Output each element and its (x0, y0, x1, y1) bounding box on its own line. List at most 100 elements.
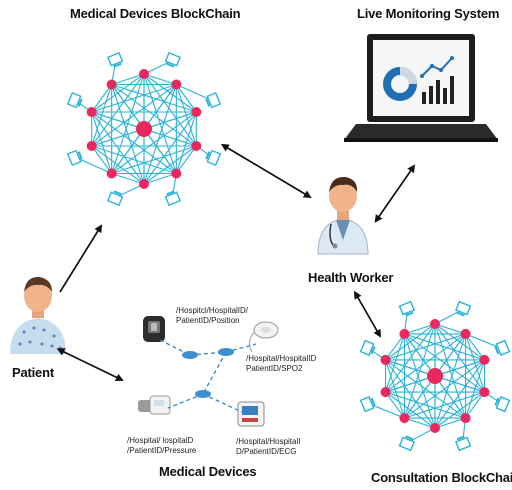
top-mesh-link (111, 172, 145, 185)
top-mesh-link (143, 128, 177, 174)
bottom-mesh-link (404, 323, 436, 335)
bottom-mesh-node (479, 354, 490, 365)
arrow-blockchain-health-worker (220, 143, 312, 199)
computer-icon (164, 190, 182, 207)
arrow-health-worker-consultation (354, 290, 381, 338)
bottom-mesh-link (404, 333, 485, 393)
bottom-mesh-link (404, 391, 485, 419)
bottom-mesh-node (460, 328, 471, 339)
bottom-mesh-link (465, 333, 502, 349)
top-mesh-link (91, 145, 177, 175)
top-mesh-link (176, 84, 213, 102)
bottom-mesh-link (434, 417, 466, 429)
health-worker-label: Health Worker (308, 270, 394, 285)
top-mesh-link (91, 84, 113, 113)
bottom-mesh-link (434, 323, 466, 335)
ecg-monitor-icon (237, 401, 265, 427)
computer-icon (205, 91, 222, 109)
top-mesh-node (171, 168, 182, 179)
health-worker-icon (317, 176, 369, 255)
computer-icon (494, 339, 511, 357)
flow-arrows (56, 143, 416, 381)
live-monitoring-laptop (344, 34, 498, 142)
top-mesh-node (86, 140, 97, 151)
top-mesh-link (143, 84, 177, 130)
bottom-mesh-link (404, 417, 436, 429)
patient-icon (10, 276, 66, 354)
consultation-blockchain-network (359, 300, 511, 452)
bottom-mesh-node (479, 387, 490, 398)
patient-label: Patient (12, 365, 54, 380)
computer-icon (359, 339, 376, 357)
bottom-mesh-link (434, 333, 467, 377)
bottom-mesh-link (434, 359, 485, 429)
top-mesh-node (106, 79, 117, 90)
bottom-mesh-node (430, 423, 440, 433)
top-mesh-link (111, 84, 197, 147)
top-mesh-link (111, 73, 145, 86)
bottom-mesh-link (434, 323, 485, 393)
computer-icon (66, 149, 83, 167)
router-icon (182, 348, 234, 398)
top-mesh-link (143, 73, 197, 147)
bottom-mesh-link (385, 391, 405, 419)
arrow-health-worker-monitoring (374, 164, 416, 223)
computer-icon (494, 395, 511, 413)
bottom-mesh-link (434, 308, 463, 325)
bottom-mesh-link (465, 333, 485, 361)
computer-icon (398, 300, 416, 317)
device-network (159, 339, 257, 413)
arrow-patient-devices (56, 348, 124, 381)
computer-icon (164, 51, 182, 68)
bottom-mesh-link (465, 391, 485, 419)
bottom-mesh-link (385, 359, 436, 429)
top-mesh-node (191, 107, 202, 118)
top-mesh-node (106, 168, 117, 179)
computer-icon (205, 149, 222, 167)
bottom-mesh-link (385, 323, 436, 393)
top-mesh-link (115, 183, 145, 198)
live-monitoring-system-title: Live Monitoring System (357, 6, 500, 21)
top-mesh-link (75, 156, 112, 174)
bottom-mesh-link (385, 333, 466, 361)
top-mesh-link (175, 145, 197, 174)
computer-icon (106, 190, 124, 207)
bottom-mesh-link (434, 359, 485, 377)
bottom-mesh-link (434, 375, 485, 393)
bottom-mesh-link (385, 375, 436, 393)
top-mesh-link (91, 111, 145, 130)
top-mesh-link (111, 145, 197, 175)
arrow-patient-to-blockchain (59, 224, 103, 293)
top-mesh-node (86, 107, 97, 118)
bottom-mesh-node (399, 328, 410, 339)
top-mesh-link (91, 83, 177, 113)
bottom-mesh-node (399, 413, 410, 424)
bottom-mesh-node (430, 319, 440, 329)
top-mesh-link (91, 111, 145, 185)
top-mesh-link (111, 84, 145, 130)
top-mesh-link (111, 83, 197, 113)
bottom-mesh-link (403, 375, 436, 419)
position-path-label: /Hospitcl/HospitalID/ PatientID/Position (176, 306, 249, 325)
bottom-mesh-center-node (427, 368, 443, 384)
top-mesh-node (191, 140, 202, 151)
computer-icon (454, 435, 472, 452)
computer-icon (398, 435, 416, 452)
top-mesh-link (143, 111, 197, 130)
bottom-mesh-link (434, 375, 467, 419)
bottom-mesh-link (368, 403, 405, 419)
top-mesh-link (175, 84, 197, 113)
computer-icon (66, 91, 83, 109)
top-mesh-link (143, 60, 173, 75)
pressure-monitor-icon (138, 395, 171, 415)
top-mesh-link (143, 128, 197, 147)
spo2-path-label: /Hospital/HospitalID PatientID/SPO2 (246, 354, 317, 373)
bottom-mesh-link (385, 391, 466, 419)
position-sensor-icon (143, 316, 165, 342)
bottom-mesh-node (460, 413, 471, 424)
computer-icon (454, 300, 472, 317)
computer-icon (106, 51, 124, 68)
top-mesh-link (91, 128, 145, 147)
medical-devices-blockchain-network (66, 51, 222, 207)
